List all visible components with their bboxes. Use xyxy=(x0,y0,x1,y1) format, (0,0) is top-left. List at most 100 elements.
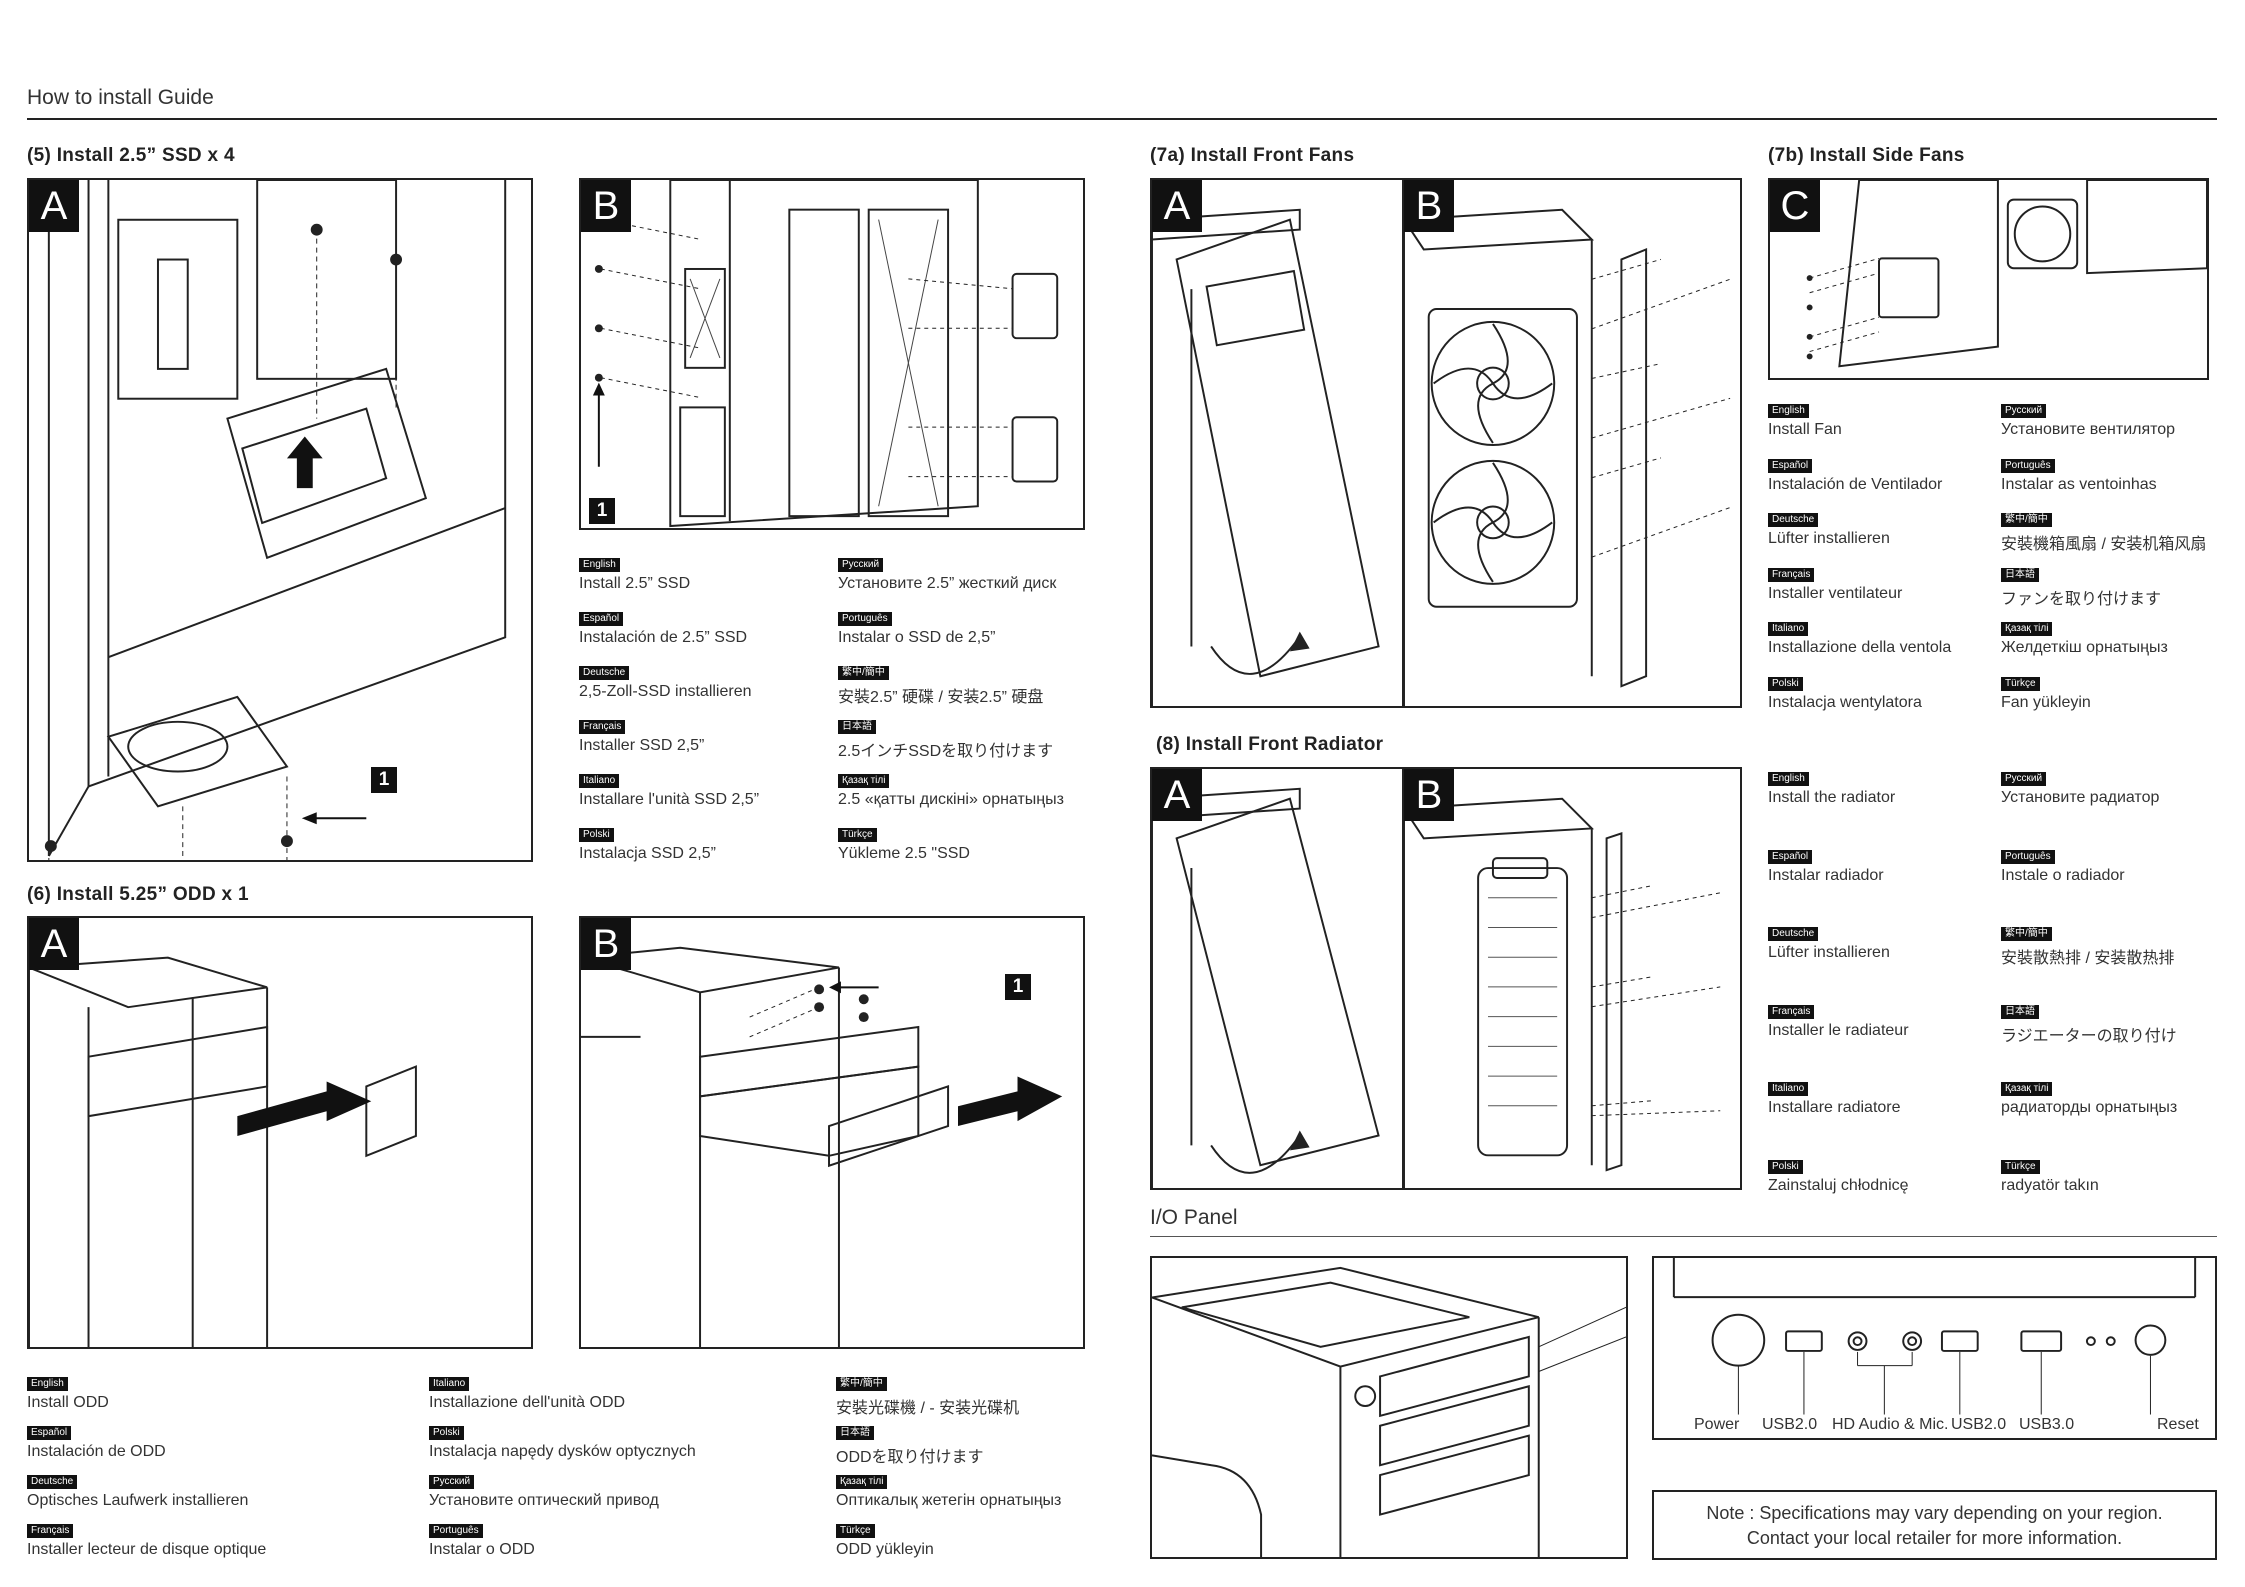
side-fans-c-illustration xyxy=(1806,180,2207,368)
callout-1: 1 xyxy=(371,767,397,793)
lang-tag: Türkçe xyxy=(838,828,877,842)
lang-text: 安裝2.5” 硬碟 / 安装2.5” 硬盘 xyxy=(838,689,1044,706)
io-label-reset: Reset xyxy=(2157,1416,2199,1433)
lang-tag: Қазақ тілі xyxy=(838,774,890,788)
lang-block: 繁中/簡中安裝光碟機 / - 安装光碟机 xyxy=(836,1373,1116,1422)
panel-letter-a: A xyxy=(29,918,79,970)
lang-tag: 繁中/簡中 xyxy=(2001,927,2052,941)
lang-text: Optisches Laufwerk installieren xyxy=(27,1492,249,1509)
lang-text: Install the radiator xyxy=(1768,789,1896,806)
lang-tag: Italiano xyxy=(1768,1082,1809,1096)
lang-tag: Italiano xyxy=(429,1377,470,1391)
lang-text: Installer lecteur de disque optique xyxy=(27,1541,267,1558)
lang-text: Fan yükleyin xyxy=(2001,693,2091,711)
lang-text: Lüfter installieren xyxy=(1768,530,1890,547)
lang-text: Instalación de Ventilador xyxy=(1768,475,1943,493)
lang-text: Instale o radiador xyxy=(2001,866,2125,884)
lang-tag: Türkçe xyxy=(836,1524,875,1538)
lang-tag: Русский xyxy=(2001,772,2047,786)
lang-text: Instalación de 2.5” SSD xyxy=(579,629,748,646)
lang-text: Installer SSD 2,5” xyxy=(579,737,705,754)
lang-tag: English xyxy=(27,1377,68,1391)
panel-letter-b: B xyxy=(1404,769,1454,821)
lang-tag: 繁中/簡中 xyxy=(838,666,889,680)
io-ports-panel: Power USB2.0 HD Audio & Mic. USB2.0 USB3… xyxy=(1652,1256,2217,1440)
odd-b-illustration xyxy=(581,946,1063,1347)
lang-text: Instalar o ODD xyxy=(429,1541,535,1558)
lang-tag: Deutsche xyxy=(27,1475,78,1489)
lang-text: Instalación de ODD xyxy=(27,1443,166,1460)
lang-tag: Қазақ тілі xyxy=(2001,1082,2053,1096)
lang-text: 安裝光碟機 / - 安装光碟机 xyxy=(836,1400,1020,1417)
io-label-usb2-second: USB2.0 xyxy=(1951,1416,2007,1433)
lang-tag: 繁中/簡中 xyxy=(2001,513,2052,527)
lang-text: Installare radiatore xyxy=(1768,1099,1901,1116)
lang-tag: 繁中/簡中 xyxy=(836,1377,887,1391)
lang-tag: Deutsche xyxy=(1768,927,1819,941)
panel-letter-c: C xyxy=(1770,180,1820,232)
ssd-b-illustration xyxy=(592,180,1059,528)
lang-tag: Türkçe xyxy=(2001,1159,2040,1174)
lang-text: Instalar o SSD de 2,5” xyxy=(838,629,996,646)
panel-letter-a: A xyxy=(1152,769,1202,821)
lang-text: Установите 2.5” жесткий диск xyxy=(838,575,1057,592)
io-case-panel xyxy=(1150,1256,1628,1559)
lang-tag: Polski xyxy=(1768,1159,1803,1174)
lang-tag: 日本語 xyxy=(2001,1004,2039,1019)
lang-tag: Español xyxy=(1768,849,1813,864)
note-line-1: Note : Specifications may vary depending… xyxy=(1706,1503,2163,1523)
lang-tag: Русский xyxy=(2001,404,2047,418)
io-rule xyxy=(1150,1236,2217,1237)
lang-text: Желдеткіш орнатыңыз xyxy=(2001,639,2168,656)
lang-tag: Español xyxy=(1768,458,1813,473)
lang-tag: Português xyxy=(2001,849,2055,864)
lang-text: 安裝機箱風扇 / 安装机箱风扇 xyxy=(2001,536,2207,553)
lang-tag: Français xyxy=(1768,1004,1815,1019)
note-box: Note : Specifications may vary depending… xyxy=(1652,1490,2217,1560)
title-rule xyxy=(27,118,2217,120)
io-case-illustration xyxy=(1152,1266,1626,1557)
lang-tag: Русский xyxy=(838,558,884,572)
lang-tag: English xyxy=(1768,772,1809,786)
ssd-panel-a: A 1 xyxy=(27,178,533,862)
front-fans-panel-b: B xyxy=(1402,178,1742,708)
lang-tag: Қазақ тілі xyxy=(2001,622,2053,636)
lang-text: Install 2.5” SSD xyxy=(579,575,691,592)
lang-tag: Español xyxy=(27,1426,72,1440)
lang-tag: Português xyxy=(838,612,892,626)
lang-text: Installazione della ventola xyxy=(1768,639,1952,656)
lang-text: ODD yükleyin xyxy=(836,1541,934,1558)
lang-block: 繁中/簡中安裝2.5” 硬碟 / 安装2.5” 硬盘 xyxy=(838,662,1083,716)
